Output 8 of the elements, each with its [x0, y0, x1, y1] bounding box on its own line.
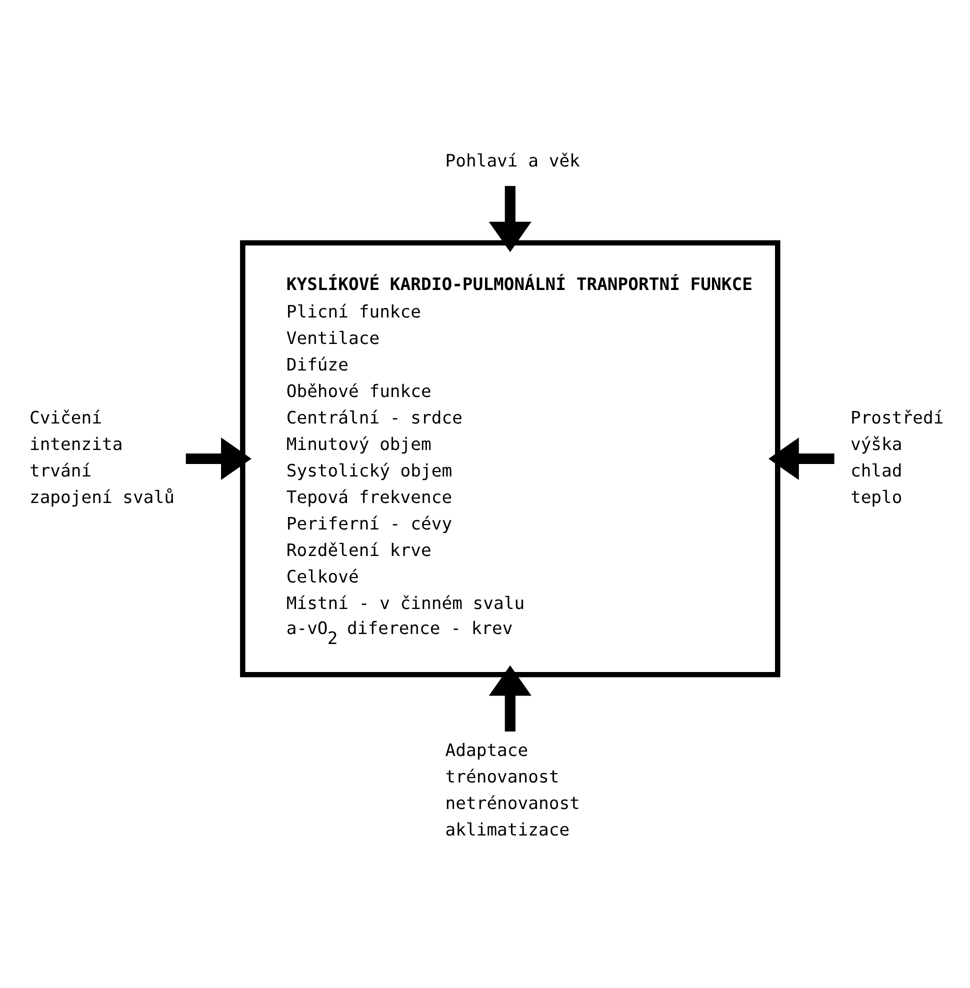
node-text: Prostředí výška chlad teplo [850, 408, 944, 508]
node-text: Adaptace trénovanost netrénovanost aklimatizace [445, 740, 580, 840]
node-text: Cvičení intenzita trvání zapojení svalů [29, 408, 174, 508]
arrow [768, 436, 834, 480]
arrow [488, 664, 532, 732]
arrow [186, 436, 252, 480]
arrow [488, 185, 532, 252]
node-text: Pohlaví a věk [445, 151, 580, 172]
